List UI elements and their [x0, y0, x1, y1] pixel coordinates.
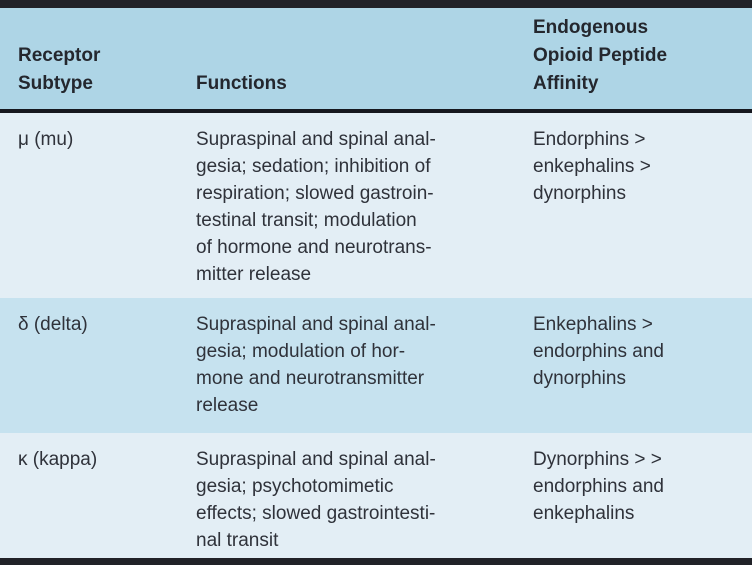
table-row-mu: μ (mu) Supraspinal and spinal anal- gesi… — [0, 113, 752, 298]
header-affinity: Endogenous Opioid Peptide Affinity — [533, 17, 668, 94]
functions-text: Supraspinal and spinal anal- gesia; modu… — [196, 314, 436, 416]
table-header-row: Receptor Subtype Functions Endogenous Op… — [0, 8, 752, 109]
header-receptor-subtype: Receptor Subtype — [18, 45, 101, 94]
table-row-delta: δ (delta) Supraspinal and spinal anal- g… — [0, 298, 752, 433]
table-row-kappa: κ (kappa) Supraspinal and spinal anal- g… — [0, 433, 752, 558]
top-rule — [0, 0, 752, 8]
receptor-label: δ (delta) — [18, 314, 88, 335]
affinity-text: Dynorphins > > endorphins and enkephalin… — [533, 449, 664, 524]
header-separator-rule — [0, 109, 752, 113]
header-functions: Functions — [196, 73, 287, 94]
affinity-text: Endorphins > enkephalins > dynorphins — [533, 129, 651, 204]
bottom-rule — [0, 558, 752, 565]
functions-text: Supraspinal and spinal anal- gesia; seda… — [196, 129, 436, 285]
receptor-label: μ (mu) — [18, 129, 74, 150]
receptor-label: κ (kappa) — [18, 449, 98, 470]
functions-text: Supraspinal and spinal anal- gesia; psyc… — [196, 449, 436, 551]
affinity-text: Enkephalins > endorphins and dynorphins — [533, 314, 664, 389]
